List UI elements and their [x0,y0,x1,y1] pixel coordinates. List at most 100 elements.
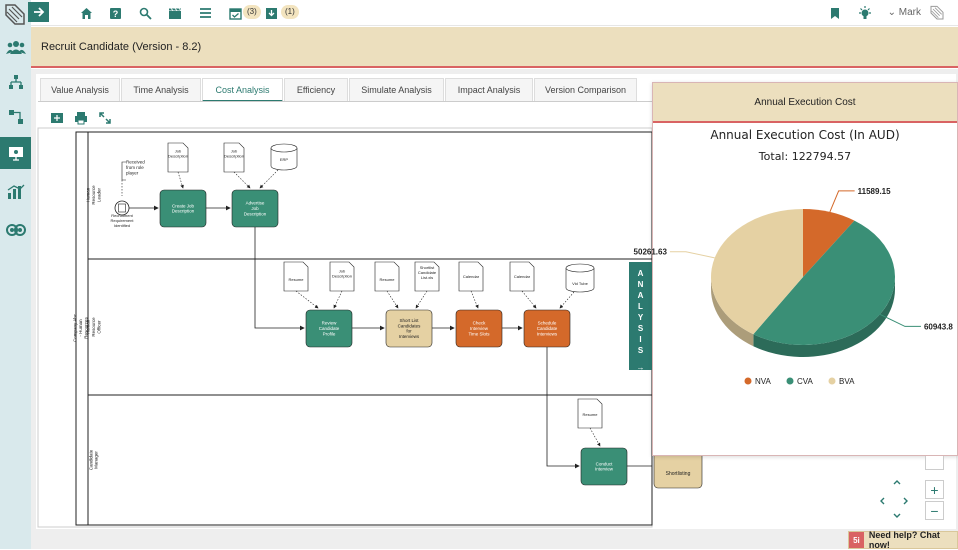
document-resume-3[interactable]: Resume [577,398,603,429]
hierarchy-icon[interactable] [0,66,31,98]
legend-label: CVA [797,377,814,386]
svg-text:Resume: Resume [380,277,396,282]
home-icon[interactable] [76,3,96,23]
tab-efficiency[interactable]: Efficiency [284,78,348,101]
pie-slice-side-cva [753,277,895,357]
legend-swatch [828,377,836,385]
analysis-letter: A [637,291,644,300]
legend-item-cva[interactable]: CVA [786,377,814,386]
export-image-icon[interactable] [50,111,64,125]
pie-slice-cva[interactable] [753,220,895,345]
analysis-board-icon[interactable] [0,137,31,169]
print-icon[interactable] [74,111,88,125]
process-map-icon[interactable] [0,101,31,133]
analysis-letter: A [637,269,644,278]
inbox-count-badge[interactable]: (1) [281,5,299,19]
database-erp[interactable]: ERP [270,143,298,171]
document-calendar-2[interactable]: Calendar [509,261,535,292]
analysis-letter: L [638,302,643,311]
svg-text:ERP: ERP [280,157,289,162]
help-question-icon[interactable]: ? [105,3,125,23]
fullscreen-icon[interactable] [98,111,112,125]
report-chart-icon[interactable] [0,176,31,208]
analysis-letter: I [639,335,642,344]
pan-controls[interactable] [880,480,912,520]
user-menu[interactable]: ⌄ Mark [888,7,921,18]
cost-pie-chart: Annual Execution Cost (In AUD) Total: 12… [634,128,954,386]
tab-simulate-analysis[interactable]: Simulate Analysis [349,78,444,101]
analysis-letter: S [637,346,644,355]
expand-sidebar-button[interactable] [28,2,49,22]
legend-swatch [744,377,752,385]
svg-text:Resume: Resume [289,277,305,282]
chart-total: Total: 122794.57 [758,150,851,163]
cost-panel-header: Annual Execution Cost [653,83,957,123]
legend-label: BVA [839,377,855,386]
document-resume-2[interactable]: Resume [374,261,400,292]
user-name: Mark [898,7,921,18]
zoom-out-button[interactable]: − [925,501,944,520]
tab-cost-analysis[interactable]: Cost Analysis [202,78,283,102]
arrow-right-icon [33,7,44,17]
pie-slice-nva[interactable] [803,209,855,277]
chart-title: Annual Execution Cost (In AUD) [710,128,899,142]
help-chat-button[interactable]: 5i Need help? Chat now! [848,530,958,550]
search-icon[interactable] [135,3,155,23]
top-toolbar: ? (3) (1) ⌄ Mark [28,0,958,26]
video-clapper-icon[interactable] [165,3,185,23]
team-icon[interactable] [0,31,31,63]
pie-leader-line [669,251,715,259]
analysis-letter: Y [637,313,644,322]
pie-slice-side-bva [711,277,754,347]
app-logo-icon[interactable] [3,3,27,27]
collaboration-icon[interactable] [0,214,31,246]
bookmark-icon[interactable] [825,3,845,23]
calendar-tasks-icon[interactable] [225,3,245,23]
legend-item-bva[interactable]: BVA [828,377,856,386]
process-diagram[interactable]: Company Abc- HumanResources HumanResourc… [37,127,653,528]
tab-version-comparison[interactable]: Version Comparison [534,78,637,101]
legend-item-nva[interactable]: NVA [744,377,772,386]
arrow-right-icon: → [636,363,645,372]
menu-list-icon[interactable] [195,3,215,23]
tab-impact-analysis[interactable]: Impact Analysis [445,78,533,101]
activity-shortlisting[interactable]: Shortlisting [652,456,704,490]
analysis-letter: N [637,280,644,289]
legend-swatch [786,377,794,385]
zoom-fit-button[interactable] [925,456,944,470]
tasks-count-badge[interactable]: (3) [243,5,261,19]
zoom-in-button[interactable]: + [925,480,944,499]
document-calendar-1[interactable]: Calendar [458,261,484,292]
pool-label: Company Abc- HumanResources [73,313,89,342]
page-title-bar: Recruit Candidate (Version - 8.2) [31,27,958,68]
pie-slice-bva[interactable] [711,209,803,335]
svg-text:?: ? [112,9,118,19]
database-vid-tube[interactable]: Vid Tube [565,263,595,293]
chat-logo-icon: 5i [849,532,864,548]
tab-time-analysis[interactable]: Time Analysis [121,78,201,101]
document-resume-1[interactable]: Resume [283,261,309,292]
lightbulb-icon[interactable] [855,3,875,23]
inbox-download-icon[interactable] [261,3,281,23]
tab-value-analysis[interactable]: Value Analysis [40,78,120,101]
analysis-side-tab[interactable]: A N A L Y S I S → [629,262,652,372]
